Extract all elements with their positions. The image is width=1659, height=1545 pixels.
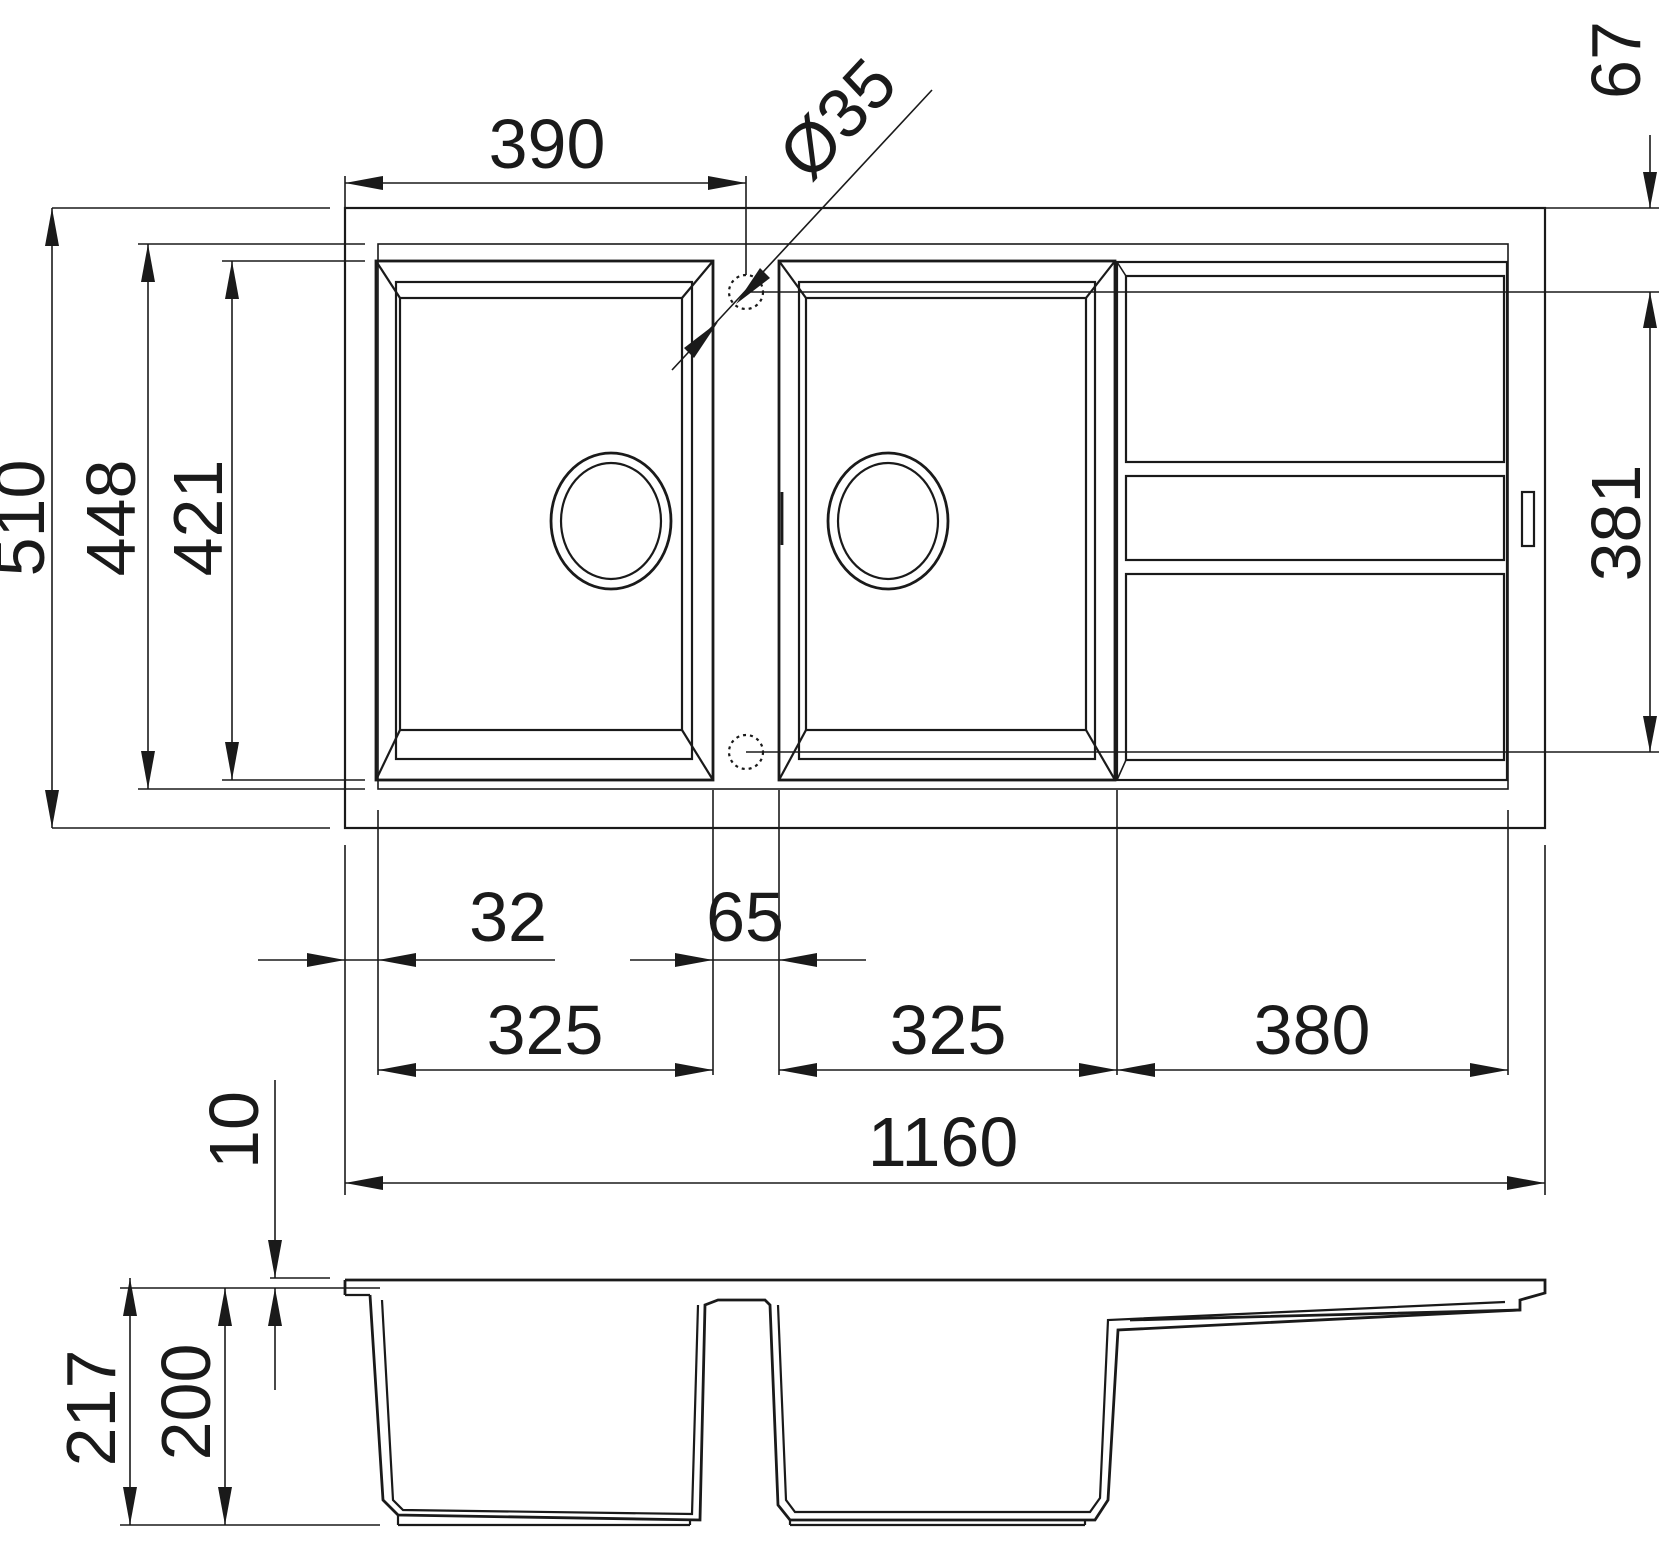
label-325-right: 325 [890, 991, 1007, 1069]
top-view [343, 206, 1547, 830]
label-10: 10 [195, 1091, 273, 1169]
sink-outer-outline [343, 206, 1547, 830]
label-390: 390 [489, 105, 606, 183]
label-448: 448 [72, 460, 150, 577]
label-200: 200 [147, 1344, 225, 1461]
left-drain-hole [549, 451, 673, 591]
label-217: 217 [52, 1350, 130, 1467]
dimension-labels: 390 Ø35 67 510 448 421 381 32 65 325 325… [0, 21, 1655, 1466]
sink-inner-outline [377, 243, 1509, 790]
label-hole-diameter: Ø35 [764, 44, 911, 194]
label-510: 510 [0, 460, 59, 577]
label-67: 67 [1577, 21, 1655, 99]
overflow-slot [1520, 490, 1536, 548]
right-drain-hole [826, 451, 950, 591]
dimension-lines [45, 89, 1657, 1525]
label-381: 381 [1577, 465, 1655, 582]
side-profile [343, 1278, 1547, 1527]
label-65: 65 [706, 878, 784, 956]
label-380: 380 [1254, 991, 1371, 1069]
label-32: 32 [469, 878, 547, 956]
label-325-left: 325 [487, 991, 604, 1069]
label-421: 421 [159, 460, 237, 577]
label-1160: 1160 [868, 1103, 1019, 1181]
drainer [1115, 260, 1536, 782]
extension-lines [52, 176, 1659, 1526]
left-bowl [374, 259, 715, 782]
right-bowl [777, 259, 1117, 782]
